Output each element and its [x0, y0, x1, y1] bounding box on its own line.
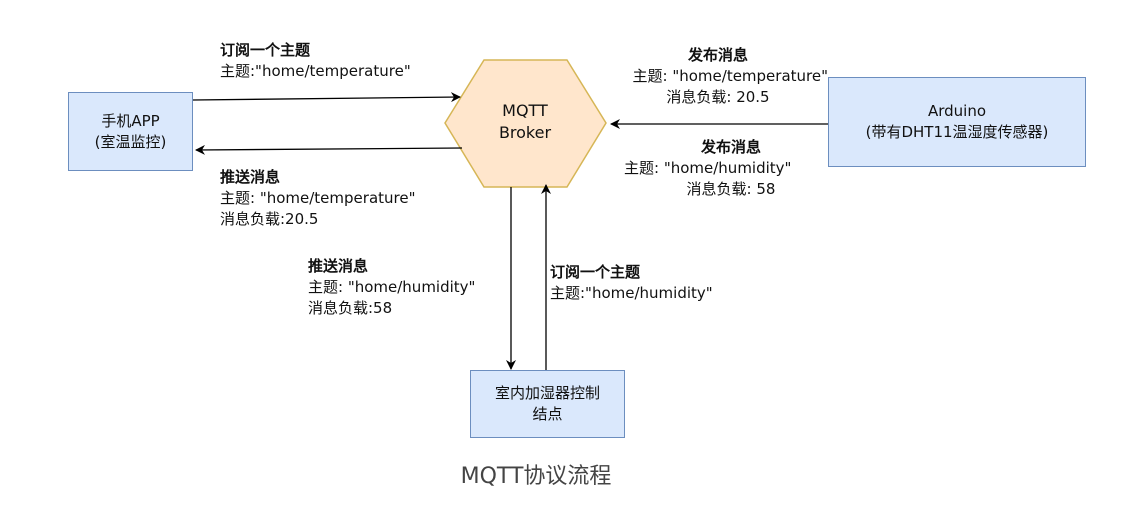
label-head: 订阅一个主题 — [220, 41, 311, 59]
humidifier-subtitle: 结点 — [532, 405, 563, 423]
arduino-subtitle: (带有DHT11温湿度传感器) — [865, 123, 1049, 141]
label-head: 发布消息 — [700, 138, 761, 156]
label-arduino-publish-humidity: 发布消息 主题: "home/humidity" 消息负载: 58 — [624, 137, 824, 200]
label-arduino-publish-temperature: 发布消息 主题: "home/temperature" 消息负载: 20.5 — [596, 45, 828, 108]
label-humidifier-subscribe: 订阅一个主题 主题:"home/humidity" — [550, 262, 713, 304]
phone-app-node: 手机APP (室温监控) — [68, 92, 193, 171]
phone-app-title: 手机APP — [101, 111, 160, 130]
arduino-node: Arduino (带有DHT11温湿度传感器) — [828, 77, 1086, 167]
label-payload: 消息负载:58 — [308, 299, 393, 317]
label-payload: 消息负载: 20.5 — [666, 88, 770, 106]
label-topic: 主题: "home/temperature" — [632, 67, 828, 85]
broker-subtitle: Broker — [498, 123, 552, 142]
label-topic: 主题: "home/humidity" — [308, 278, 476, 296]
phone-app-subtitle: (室温监控) — [94, 132, 167, 151]
label-push-to-humidifier: 推送消息 主题: "home/humidity" 消息负载:58 — [308, 256, 475, 319]
broker-title: MQTT — [502, 101, 548, 120]
label-topic: 主题:"home/humidity" — [550, 284, 713, 302]
arrow-broker-to-phone — [195, 144, 463, 155]
label-payload: 消息负载: 58 — [686, 180, 776, 198]
diagram-caption: MQTT协议流程 — [460, 464, 612, 489]
label-topic: 主题: "home/humidity" — [624, 159, 792, 177]
label-push-to-phone: 推送消息 主题: "home/temperature" 消息负载:20.5 — [220, 167, 415, 230]
label-head: 订阅一个主题 — [550, 263, 641, 281]
label-head: 推送消息 — [220, 168, 281, 186]
humidifier-title: 室内加湿器控制 — [494, 384, 600, 402]
label-payload: 消息负载:20.5 — [220, 210, 319, 228]
humidifier-node: 室内加湿器控制 结点 — [470, 370, 625, 438]
label-topic: 主题:"home/temperature" — [220, 62, 411, 80]
label-head: 推送消息 — [308, 257, 369, 275]
label-topic: 主题: "home/temperature" — [220, 189, 416, 207]
arrow-phone-to-broker — [192, 92, 461, 103]
label-phone-subscribe: 订阅一个主题 主题:"home/temperature" — [220, 40, 411, 82]
broker-node: MQTT Broker — [445, 100, 605, 144]
arduino-title: Arduino — [927, 102, 987, 120]
broker-hexagon — [444, 59, 607, 188]
label-head: 发布消息 — [687, 46, 748, 64]
